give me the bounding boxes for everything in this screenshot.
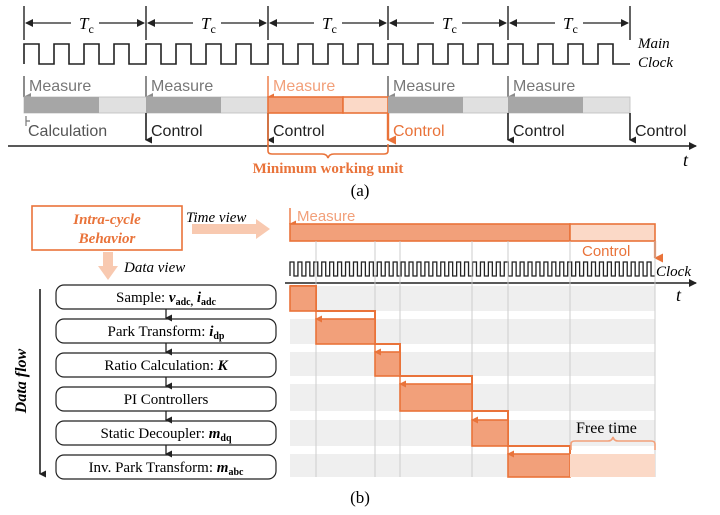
gantt-free-time <box>570 454 655 477</box>
step-invpark: Inv. Park Transform: mabc <box>89 460 244 478</box>
period-label: Tc <box>442 14 457 36</box>
main-clock-wave <box>23 43 630 65</box>
execution-bar <box>289 223 571 242</box>
time-symbol-a: t <box>683 150 689 170</box>
gantt-outline <box>290 285 571 476</box>
time-symbol-b: t <box>676 285 682 305</box>
measure-row: Measure Measure Measure Measure Measure <box>23 76 575 101</box>
min-unit-bracket <box>267 144 389 159</box>
period-label: Tc <box>79 14 94 36</box>
caption-b: (b) <box>350 488 370 507</box>
step-pi: PI Controllers <box>124 392 209 408</box>
fine-clock-wave <box>289 261 655 277</box>
gantt-bar-ratio <box>374 351 401 377</box>
main-clock-label-2: Clock <box>638 55 673 71</box>
caption-a: (a) <box>351 181 370 200</box>
data-view-arrow <box>98 252 118 280</box>
clock-label-b: Clock <box>656 264 691 280</box>
gantt-bar-decoupler <box>471 419 509 447</box>
calculation-bracket <box>25 116 30 126</box>
gantt-bar-sample <box>289 285 317 312</box>
control-label: Control <box>635 123 687 140</box>
free-time-bracket <box>570 436 656 450</box>
period-label: Tc <box>322 14 337 36</box>
data-flow-label: Data flow <box>13 348 30 414</box>
measure-label: Measure <box>273 78 335 95</box>
control-label: Control <box>151 123 203 140</box>
control-label: Control <box>273 123 325 140</box>
behavior-line1: Intra-cycle <box>72 212 141 228</box>
task-bar <box>23 96 631 114</box>
gantt <box>289 285 655 478</box>
step-sample: Sample: vadc, iadc <box>116 290 217 308</box>
measure-label: Measure <box>393 78 455 95</box>
free-bar <box>569 223 656 242</box>
step-park: Park Transform: idp <box>108 324 225 342</box>
row-stripe <box>290 352 655 376</box>
time-view-arrow <box>192 219 270 239</box>
period-label: Tc <box>201 14 216 36</box>
measure-label-b: Measure <box>297 208 355 225</box>
period-markers: Tc Tc Tc Tc Tc <box>23 6 631 40</box>
min-unit-label: Minimum working unit <box>253 161 404 177</box>
part-b: Intra-cycle Behavior Time view Data view… <box>13 205 697 507</box>
behavior-line2: Behavior <box>78 231 136 247</box>
calculation-label: Calculation <box>28 123 107 140</box>
gantt-bar-invpark <box>507 453 571 478</box>
control-label: Control <box>393 123 445 140</box>
step-ratio: Ratio Calculation: K <box>104 358 228 374</box>
step-decoupler: Static Decoupler: mdq <box>100 426 232 444</box>
measure-label: Measure <box>513 78 575 95</box>
period-label: Tc <box>563 14 578 36</box>
measure-label: Measure <box>29 78 91 95</box>
free-time-label: Free time <box>576 420 637 437</box>
step-boxes: Sample: vadc, iadc Park Transform: idp R… <box>55 284 277 480</box>
data-view-label: Data view <box>123 260 185 276</box>
intra-cycle-box <box>31 205 183 251</box>
measure-label: Measure <box>151 78 213 95</box>
time-view-label: Time view <box>186 210 246 226</box>
gantt-step-arrows <box>315 311 514 458</box>
gantt-bar-park <box>315 318 376 345</box>
control-row: Control Control Control Control Control <box>145 113 687 146</box>
control-label: Control <box>513 123 565 140</box>
row-stripe <box>290 286 655 311</box>
main-clock-label-1: Main <box>637 36 670 52</box>
gantt-bar-pi <box>399 383 473 412</box>
control-label-b: Control <box>582 243 630 260</box>
